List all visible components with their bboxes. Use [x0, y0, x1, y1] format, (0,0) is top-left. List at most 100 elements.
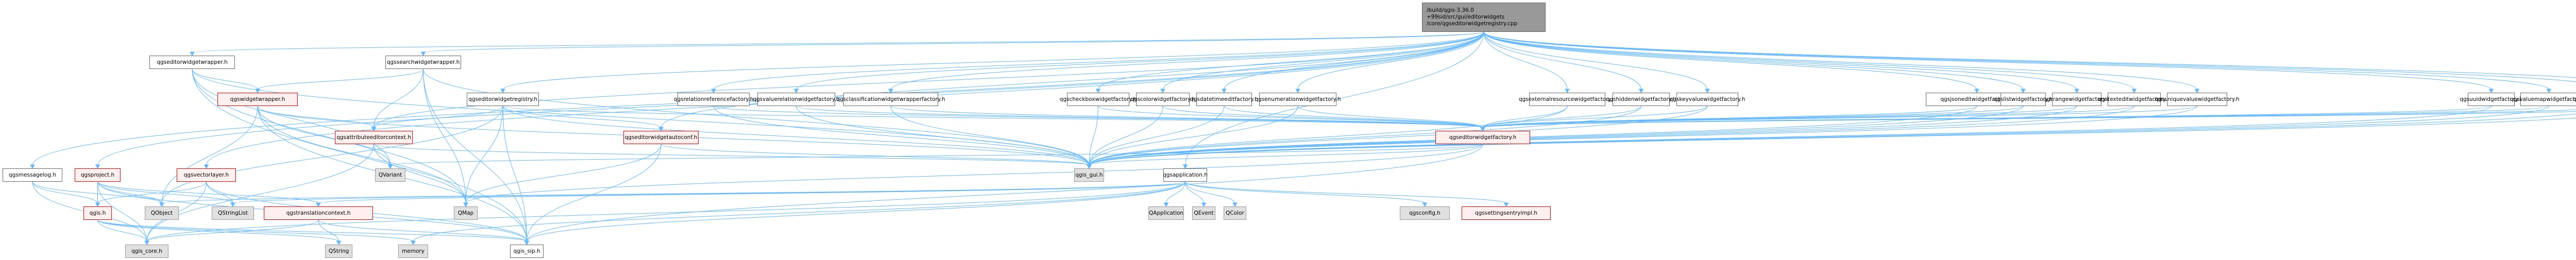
- arrowhead: [1087, 164, 1092, 169]
- node-keyvaluewidgetfactory[interactable]: qgskeyvaluewidgetfactory.h: [1670, 93, 1745, 106]
- node-widgetwrapper[interactable]: qgswidgetwrapper.h: [217, 93, 298, 106]
- node-checkboxwidgetfactory[interactable]: qgscheckboxwidgetfactory.h: [1060, 93, 1137, 106]
- node-relationreferencefactory[interactable]: qgsrelationreferencefactory.h: [674, 93, 753, 106]
- node-externalresourcewidgetfactory[interactable]: qgsexternalresourcewidgetfactory.h: [1519, 93, 1616, 106]
- node-valuerelationwidgetfactory[interactable]: qgsvaluerelationwidgetfactory.h: [753, 93, 840, 106]
- node-qgis-sip[interactable]: qgis_sip.h: [510, 245, 544, 258]
- node-translationcontext[interactable]: qgstranslationcontext.h: [264, 206, 373, 220]
- arrowhead: [1480, 127, 1485, 132]
- edge-enumerationwidgetfactory-to-qgis_gui: [1089, 106, 1298, 166]
- edge-translationcontext-to-qgis_sip: [318, 219, 527, 242]
- edge-editorwidgetwrapper-to-widgetwrapper: [192, 68, 258, 90]
- edge-root-to-enumerationwidgetfactory: [1297, 31, 1484, 90]
- node-qgis-h[interactable]: qgis.h: [83, 206, 112, 220]
- edge-root-to-listwidgetfactory: [1483, 31, 2024, 90]
- arrowhead: [1422, 202, 1428, 207]
- edge-root-to-hiddenwidgetfactory: [1483, 31, 1641, 90]
- edge-jsoneditwidgetfactory-to-qgis_gui: [1089, 106, 1977, 166]
- node-vectorlayer[interactable]: qgsvectorlayer.h: [177, 168, 236, 182]
- node-colorwidgetfactory[interactable]: qgscolorwidgetfactory.h: [1130, 93, 1195, 106]
- node-editorwidgetautoconf[interactable]: qgseditorwidgetautoconf.h: [623, 131, 699, 144]
- edge-translationcontext-to-qstring: [318, 219, 339, 242]
- edge-editorwidgetwrapper-to-qgis_gui: [192, 68, 1090, 166]
- node-qapplication[interactable]: QApplication: [1148, 206, 1184, 220]
- edge-application-to-qevent: [1185, 181, 1204, 204]
- node-editorwidgetregistry-h[interactable]: qgseditorwidgetregistry.h: [467, 93, 539, 106]
- edge-datetimeeditfactory-to-editorwidgetfactory: [1224, 106, 1483, 128]
- arrowhead: [230, 202, 235, 207]
- node-qgis-core[interactable]: qgis_core.h: [125, 245, 168, 258]
- node-uniquevaluewidgetfactory[interactable]: qgsuniquevaluewidgetfactory.h: [2155, 93, 2240, 106]
- edge-colorwidgetfactory-to-editorwidgetfactory: [1162, 106, 1483, 128]
- node-listwidgetfactory[interactable]: qgslistwidgetfactory.h: [1993, 93, 2053, 106]
- edge-application-to-qgsconfig: [1185, 181, 1425, 204]
- node-qvariant[interactable]: QVariant: [375, 168, 405, 182]
- node-valuemapwidgetfactory[interactable]: qgsvaluemapwidgetfactory.h: [2510, 93, 2576, 106]
- edge-editorwidgetregistry_h-to-attributeeditorcontext: [374, 106, 503, 128]
- edge-application-to-translationcontext: [318, 181, 1185, 204]
- edge-editorwidgetfactory-to-qgis_gui: [1089, 144, 1483, 166]
- edge-qgis_h-to-qstring: [97, 219, 339, 242]
- edge-application-to-settingsentryimpl: [1185, 181, 1506, 204]
- node-settingsentryimpl[interactable]: qgssettingsentryimpl.h: [1462, 206, 1551, 220]
- edge-root-to-datetimeeditfactory: [1224, 31, 1484, 90]
- edge-widgetwrapper-to-qvariant: [257, 106, 391, 166]
- edge-editorwidgetwrapper-to-qvariant: [192, 68, 391, 166]
- edge-binarywidgetfactory-to-editorwidgetfactory: [1482, 111, 2576, 128]
- node-qstringlist[interactable]: QStringList: [212, 206, 254, 220]
- arrowhead: [1565, 89, 1570, 94]
- edge-application-to-qapplication: [1166, 181, 1185, 204]
- node-searchwidgetwrapper[interactable]: qgssearchwidgetwrapper.h: [385, 56, 461, 69]
- edge-attributeeditorcontext-to-qgis_core: [146, 144, 374, 242]
- node-memory[interactable]: memory: [398, 245, 428, 258]
- edge-checkboxwidgetfactory-to-editorwidgetfactory: [1098, 106, 1483, 128]
- node-editorwidgetwrapper[interactable]: qgseditorwidgetwrapper.h: [149, 56, 235, 69]
- arrowhead: [204, 164, 209, 169]
- arrowhead: [336, 240, 342, 246]
- node-project[interactable]: qgsproject.h: [75, 168, 121, 182]
- node-qstring[interactable]: QString: [325, 245, 352, 258]
- node-classificationwidgetwrapperfactory[interactable]: qgsclassificationwidgetwrapperfactory.h: [836, 93, 945, 106]
- arrowhead: [463, 202, 468, 207]
- arrowhead: [316, 202, 321, 207]
- edge-searchwidgetwrapper-to-attributeeditorcontext: [374, 68, 423, 128]
- edge-externalresourcewidgetfactory-to-editorwidgetfactory: [1482, 106, 1568, 128]
- node-hiddenwidgetfactory[interactable]: qgshiddenwidgetfactory.h: [1606, 93, 1676, 106]
- arrowhead: [95, 202, 100, 207]
- node-rangewidgetfactory[interactable]: qgsrangewidgetfactory.h: [2043, 93, 2110, 106]
- node-qgis-gui[interactable]: qgis_gui.h: [1074, 168, 1104, 182]
- node-qgsconfig[interactable]: qgsconfig.h: [1400, 206, 1450, 220]
- arrowhead: [1503, 202, 1509, 207]
- node-texteditwidgetfactory[interactable]: qgstexteditwidgetfactory.h: [2098, 93, 2171, 106]
- node-qobject[interactable]: QObject: [145, 206, 179, 220]
- node-messagelog[interactable]: qgsmessagelog.h: [3, 168, 62, 182]
- arrowhead: [1974, 89, 1979, 94]
- node-qcolor[interactable]: QColor: [1224, 206, 1246, 220]
- arrowhead: [255, 89, 260, 94]
- arrowhead: [371, 127, 377, 132]
- node-attributeeditorcontext[interactable]: qgsattributeeditorcontext.h: [335, 131, 413, 144]
- node-enumerationwidgetfactory[interactable]: qgsenumerationwidgetfactory.h: [1255, 93, 1341, 106]
- edge-colorwidgetfactory-to-qgis_gui: [1089, 106, 1163, 166]
- node-qmap[interactable]: QMap: [454, 206, 478, 220]
- edge-root-to-editorwidgetwrapper: [192, 31, 1484, 53]
- arrowhead: [1295, 89, 1300, 94]
- node-editorwidgetfactory[interactable]: qgseditorwidgetfactory.h: [1435, 131, 1530, 144]
- arrowhead: [30, 164, 35, 169]
- node-datetimeeditfactory[interactable]: qgsdatetimeeditfactory.h: [1190, 93, 1258, 106]
- edge-root-to-relationreferencefactory: [713, 31, 1484, 90]
- edge-datetimeeditfactory-to-qgis_gui: [1089, 106, 1225, 166]
- edge-application-to-qstringlist: [232, 181, 1185, 204]
- edge-root-to-valuemapwidgetfactory: [1483, 31, 2549, 90]
- edge-root-to-uuidwidgetfactory: [1483, 31, 2492, 90]
- edge-application-to-qcolor: [1185, 181, 1235, 204]
- edge-editorwidgetautoconf-to-qmap: [465, 144, 662, 204]
- node-uuidwidgetfactory[interactable]: qgsuuidwidgetfactory.h: [2460, 93, 2523, 106]
- edge-classificationwidgetwrapperfactory-to-qgis_gui: [890, 106, 1090, 166]
- edge-editorwidgetregistry_h-to-editorwidgetautoconf: [502, 106, 662, 128]
- node-application[interactable]: qgsapplication.h: [1163, 168, 1208, 182]
- arrowhead: [2131, 89, 2137, 94]
- edge-editorwidgetregistry_h-to-qobject: [161, 106, 503, 204]
- node-qevent[interactable]: QEvent: [1192, 206, 1215, 220]
